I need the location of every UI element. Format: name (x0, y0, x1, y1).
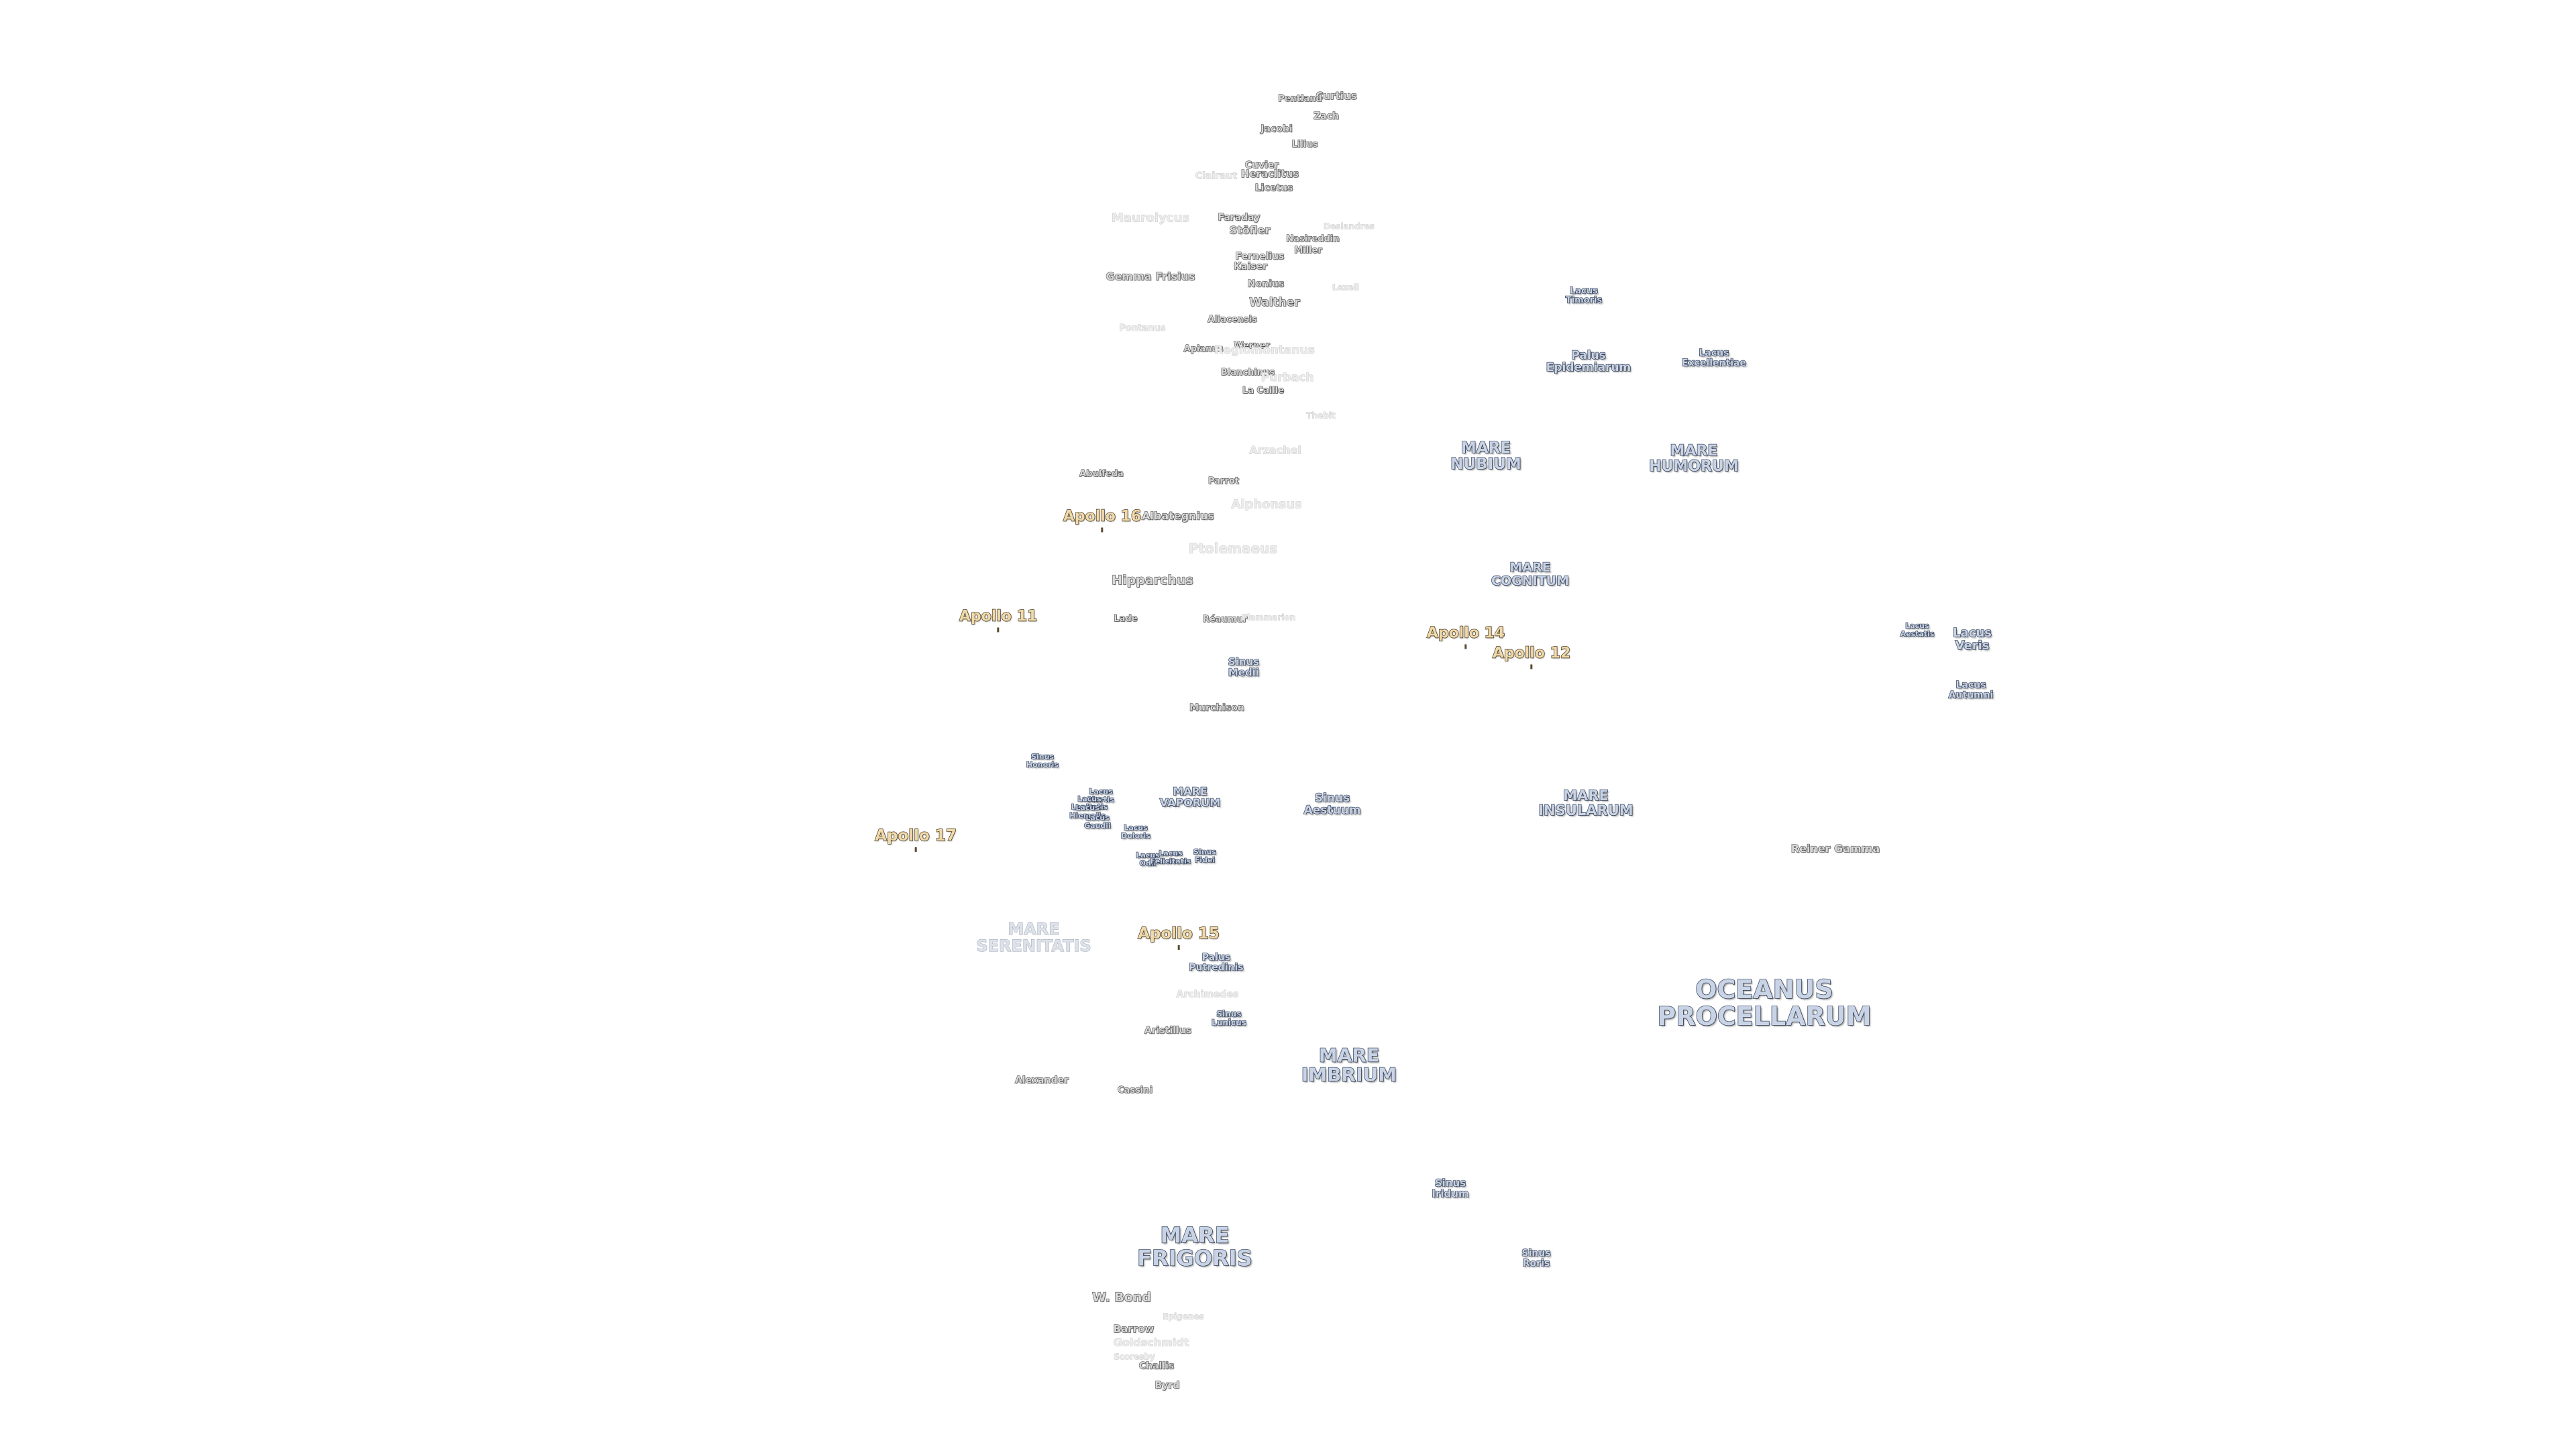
mare-label: MARE NUBIUM (1450, 439, 1521, 473)
mare-label: Lacus Gaudii (1083, 813, 1111, 830)
crater-label: Werner (1234, 341, 1271, 352)
crater-label: Deslandres (1324, 221, 1375, 231)
crater-label: Regiomontanus (1214, 343, 1316, 358)
crater-label: Réaumur (1202, 614, 1248, 625)
apollo-site-label: Apollo 17 (874, 827, 957, 853)
crater-label: Fernelius (1235, 251, 1285, 262)
landing-site-marker-icon (914, 847, 917, 853)
landing-site-marker-icon (1101, 527, 1104, 533)
crater-label: Thebit (1306, 411, 1336, 421)
mare-label: Lacus Lenitatis (1071, 794, 1108, 811)
crater-label: Cassini (1117, 1085, 1152, 1096)
crater-label: Licetus (1254, 182, 1293, 194)
crater-label: Challis (1138, 1360, 1175, 1372)
crater-label: Goldschmidt (1113, 1336, 1189, 1349)
crater-label: Jacobi (1260, 123, 1293, 135)
crater-label: Lexell (1332, 282, 1360, 292)
crater-label: Stöfler (1229, 223, 1271, 237)
crater-label: Walther (1249, 296, 1301, 310)
crater-label: Arzachel (1249, 443, 1301, 457)
crater-label: Lilius (1291, 140, 1318, 150)
mare-label: MARE HUMORUM (1648, 442, 1739, 475)
crater-label: La Caille (1242, 386, 1285, 396)
mare-label: Lacus Excellentiae (1681, 347, 1746, 368)
crater-label: Clairaut (1195, 170, 1238, 182)
crater-label: Flammarion (1241, 612, 1296, 623)
crater-label: Epigenes (1163, 1311, 1204, 1322)
mare-label: Palus Epidemiarum (1546, 349, 1631, 374)
mare-label: Lacus Felicitatis (1150, 849, 1191, 865)
crater-label: Abulfeda (1079, 469, 1124, 480)
crater-label: Albategnius (1141, 509, 1214, 523)
crater-label: Heraclitus (1240, 168, 1299, 180)
crater-label: Blanchinus (1220, 368, 1275, 378)
crater-label: Zach (1313, 111, 1339, 122)
apollo-site-label: Apollo 14 (1426, 625, 1505, 649)
crater-label: Byrd (1155, 1380, 1180, 1391)
crater-label: Kaiser (1233, 261, 1267, 272)
crater-label: Aristillus (1144, 1025, 1192, 1036)
landing-site-marker-icon (1464, 644, 1467, 649)
mare-label: MARE IMBRIUM (1301, 1044, 1397, 1086)
crater-label: Nonius (1247, 278, 1285, 290)
crater-label: Parrot (1208, 476, 1239, 487)
landing-site-marker-icon (997, 627, 1000, 633)
mare-label: MARE VAPORUM (1159, 785, 1221, 809)
mare-label: Lacus Aestatis (1900, 621, 1935, 638)
crater-label: Curtius (1316, 90, 1357, 103)
mare-label: Sinus Medii (1228, 655, 1260, 678)
apollo-site-label: Apollo 11 (959, 608, 1038, 633)
crater-label: Nasireddin (1286, 234, 1340, 245)
mare-label: Lacus Hiemalis (1069, 803, 1106, 820)
crater-label: Scoresby (1114, 1352, 1155, 1362)
crater-label: Reiner Gamma (1790, 842, 1880, 855)
mare-label: Sinus Fidei (1193, 847, 1217, 864)
mare-label: Lacus Mortis (1087, 787, 1114, 804)
crater-label: Alphonsus (1231, 497, 1302, 512)
mare-label: MARE INSULARUM (1538, 787, 1634, 818)
landing-site-marker-icon (1177, 945, 1180, 951)
crater-label: Hipparchus (1112, 573, 1194, 588)
crater-label: Gemma Frisius (1106, 270, 1195, 283)
mare-label: Sinus Honoris (1026, 752, 1059, 769)
crater-label: Faraday (1218, 212, 1260, 223)
apollo-site-label: Apollo 15 (1137, 925, 1220, 951)
landing-site-marker-icon (1530, 664, 1533, 669)
crater-label: W. Bond (1091, 1290, 1151, 1305)
crater-label: Aliacensis (1208, 315, 1258, 325)
mare-label: OCEANUS PROCELLARUM (1657, 975, 1872, 1031)
crater-label: Apianus (1183, 344, 1224, 355)
crater-label: Lade (1114, 614, 1138, 625)
mare-label: Sinus Iridum (1432, 1177, 1470, 1199)
mare-label: Palus Putredinis (1189, 952, 1244, 973)
mare-label: Lacus Doloris (1120, 823, 1150, 840)
mare-label: Sinus Lunicus (1211, 1009, 1246, 1027)
mare-label: Sinus Aestuum (1303, 792, 1361, 817)
mare-label: MARE FRIGORIS (1136, 1222, 1252, 1271)
mare-label: Lacus Timoris (1565, 286, 1603, 305)
crater-label: Miller (1294, 246, 1323, 256)
mare-label: MARE SERENITATIS (976, 919, 1091, 955)
crater-label: Cuvier (1244, 160, 1279, 171)
mare-label: Lacus Odii (1136, 851, 1161, 867)
crater-label: Barrow (1113, 1323, 1155, 1336)
apollo-site-label: Apollo 16 (1063, 508, 1142, 533)
mare-label: Lacus Autumni (1948, 680, 1994, 700)
mare-label: MARE COGNITUM (1491, 560, 1570, 588)
crater-label: Murchison (1189, 702, 1245, 714)
crater-label: Alexander (1014, 1075, 1069, 1086)
crater-label: Purbach (1260, 371, 1314, 385)
crater-label: Maurolycus (1111, 211, 1190, 225)
mare-label: Sinus Roris (1521, 1248, 1552, 1269)
crater-label: Pontanus (1119, 323, 1166, 334)
mare-label: Lacus Veris (1952, 626, 1992, 653)
apollo-site-label: Apollo 12 (1492, 645, 1571, 669)
crater-label: Pentland (1278, 94, 1323, 105)
crater-label: Archimedes (1176, 989, 1239, 1000)
crater-label: Ptolemaeus (1188, 540, 1278, 557)
